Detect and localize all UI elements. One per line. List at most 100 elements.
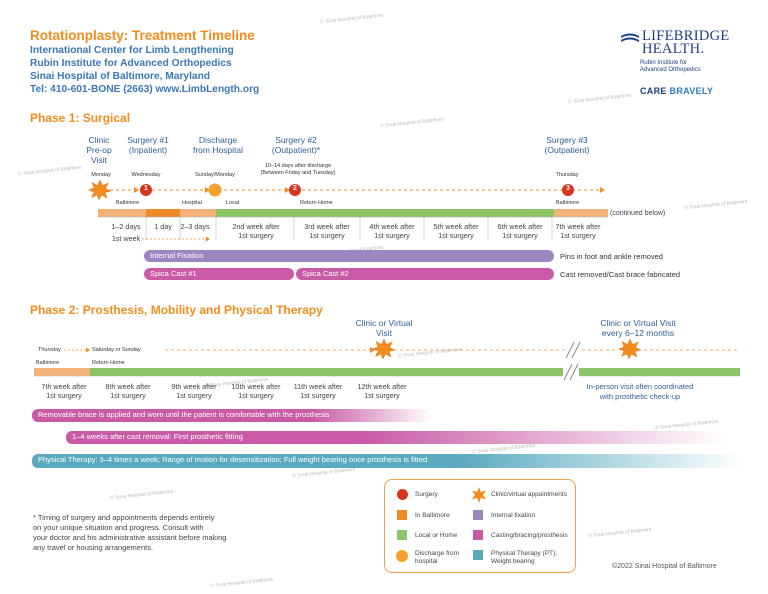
week-label: 8th week after 1st surgery — [105, 382, 151, 400]
legend-clinic-star-icon — [472, 487, 486, 503]
week-label: 6th week after 1st surgery — [497, 222, 543, 240]
phase2-timeline — [34, 338, 740, 381]
legend-fixation-swatch — [473, 510, 483, 520]
location-label: Local — [226, 200, 240, 206]
legend-pt-label: Physical Therapy (PT); Weight bearing — [491, 550, 557, 565]
recurring-visit-label: Clinic or Virtual Visit every 6–12 month… — [600, 318, 676, 338]
location-label: Hospital — [182, 200, 202, 206]
surgery-number: 1 — [144, 185, 148, 192]
legend-discharge-label: Discharge from hospital — [415, 550, 460, 565]
legend-discharge-swatch — [396, 550, 408, 562]
spica-cast-2-bar: Spica Cast #2 — [296, 268, 554, 280]
legend-pt-swatch — [473, 550, 483, 560]
watermark: © Sinai Hospital of Baltimore — [379, 116, 444, 130]
inperson-note: In-person visit often coordinated with p… — [586, 382, 694, 401]
week-label: 4th week after 1st surgery — [369, 222, 415, 240]
legend-surgery-label: Surgery — [415, 491, 438, 498]
removable-brace-bar: Removable brace is applied and worn unti… — [32, 409, 432, 422]
week-label: 11th week after 1st surgery — [293, 382, 343, 400]
baltimore-segment — [554, 209, 608, 217]
location-label: Return Home — [300, 200, 333, 206]
day-label: Monday — [91, 172, 111, 178]
event-surgery1-label: Surgery #1 (Inpatient) — [127, 135, 169, 155]
location-label: Baltimore — [116, 200, 140, 206]
location-label: Baltimore — [556, 200, 580, 206]
duration-label: 1st week — [111, 234, 141, 243]
pins-removed-note: Pins in foot and ankle removed — [560, 252, 663, 261]
legend-local-label: Local or Home — [415, 532, 458, 539]
week-label: 3rd week after 1st surgery — [304, 222, 350, 240]
watermark: © Sinai Hospital of Baltimore — [587, 526, 652, 540]
arrow-head-icon — [205, 187, 210, 193]
legend-baltimore-swatch — [397, 510, 407, 520]
footnote: * Timing of surgery and appointments dep… — [33, 513, 227, 552]
week-label: 7th week after 1st surgery — [555, 222, 601, 240]
duration-label: 1 day — [154, 222, 172, 231]
header-line: Rubin Institute for Advanced Orthopedics — [30, 58, 232, 69]
header-line: Tel: 410-601-BONE (2663) www.LimbLength.… — [30, 84, 260, 95]
watermark: © Sinai Hospital of Baltimore — [291, 466, 356, 480]
event-surgery3-label: Surgery #3 (Outpatient) — [544, 135, 590, 155]
location-label: Return Home — [92, 360, 125, 366]
surgery-icon — [562, 184, 574, 196]
legend: Surgery Clinic/virtual appointments In B… — [384, 479, 576, 573]
copyright: ©2022 Sinai Hospital of Baltimore — [612, 563, 717, 570]
local-segment — [216, 209, 554, 217]
clinic-star-icon — [371, 338, 396, 360]
clinic-star-icon — [87, 179, 112, 201]
watermark: © Sinai Hospital of Baltimore — [17, 164, 82, 178]
legend-clinic-label: Clinic/virtual appointments — [491, 491, 567, 498]
continued-note: (continued below) — [610, 210, 666, 217]
day-label: Saturday or Sunday — [92, 347, 141, 353]
arrow-head-icon — [600, 187, 605, 193]
clinic-visit-label: Clinic or Virtual Visit — [355, 318, 413, 338]
week-label: 2nd week after 1st surgery — [232, 222, 280, 240]
arrow-head-icon — [370, 347, 375, 353]
week-label: 7th week after 1st surgery — [41, 382, 87, 400]
surgery-icon — [289, 184, 301, 196]
event-discharge-label: Discharge from Hospital — [192, 135, 244, 155]
lifebridge-logo: LIFEBRIDGE HEALTH. Rubin Institute for A… — [620, 28, 740, 100]
surgery-number: 3 — [566, 185, 570, 192]
local-segment — [90, 368, 740, 376]
event-clinic-label: Clinic Pre-op Visit — [86, 135, 112, 165]
prosthetic-fitting-bar: 1–4 weeks after cast removal: First pros… — [66, 431, 726, 444]
event-surgery2-label: Surgery #2 (Outpatient)* — [271, 135, 321, 155]
discharge-icon — [208, 183, 222, 197]
watermark: © Sinai Hospital of Baltimore — [319, 12, 384, 26]
clinic-star-icon — [617, 338, 642, 360]
internal-fixation-bar: Internal Fixation — [144, 250, 554, 262]
header-line: Sinai Hospital of Baltimore, Maryland — [30, 71, 211, 82]
spica-cast-1-bar: Spica Cast #1 — [144, 268, 294, 280]
duration-label: 2–3 days — [180, 222, 210, 231]
phase1-timeline — [87, 179, 608, 242]
watermark: © Sinai Hospital of Baltimore — [654, 418, 719, 432]
logo-tagline: CARE BRAVELY — [640, 86, 714, 96]
arrow-head-icon — [134, 187, 139, 193]
phase1-title: Phase 1: Surgical — [30, 111, 131, 125]
phase2-title: Phase 2: Prosthesis, Mobility and Physic… — [30, 303, 323, 317]
physical-therapy-bar: Physical Therapy: 3–4 times a week; Rang… — [32, 454, 742, 468]
week-label: 10th week after 1st surgery — [231, 382, 281, 400]
week-label: 9th week after 1st surgery — [171, 382, 217, 400]
logo-name: LIFEBRIDGE HEALTH. — [642, 28, 730, 57]
watermark: © Sinai Hospital of Baltimore — [109, 488, 174, 502]
watermark: © Sinai Hospital of Baltimore — [209, 576, 274, 590]
legend-local-swatch — [397, 530, 407, 540]
legend-casting-label: Casting/bracing/prosthesis — [491, 532, 568, 539]
page-title: Rotationplasty: Treatment Timeline — [30, 28, 255, 43]
arrow-head-icon — [285, 187, 290, 193]
logo-mark-icon — [621, 33, 639, 42]
hospital-stay-segment — [146, 209, 180, 217]
week-label: 12th week after 1st surgery — [357, 382, 407, 400]
legend-surgery-swatch — [397, 489, 408, 500]
day-label: Wednesday — [131, 172, 161, 178]
header-line: International Center for Limb Lengthenin… — [30, 45, 234, 56]
baltimore-segment — [180, 209, 216, 217]
day-label: Thursday — [555, 172, 579, 178]
surgery-number: 2 — [293, 185, 297, 192]
surgery-icon — [140, 184, 152, 196]
surgery2-timing-note: 10–14 days after discharge (Between Frid… — [260, 163, 336, 176]
day-label: Sunday/Monday — [195, 172, 235, 178]
arrow-head-icon — [206, 236, 210, 242]
